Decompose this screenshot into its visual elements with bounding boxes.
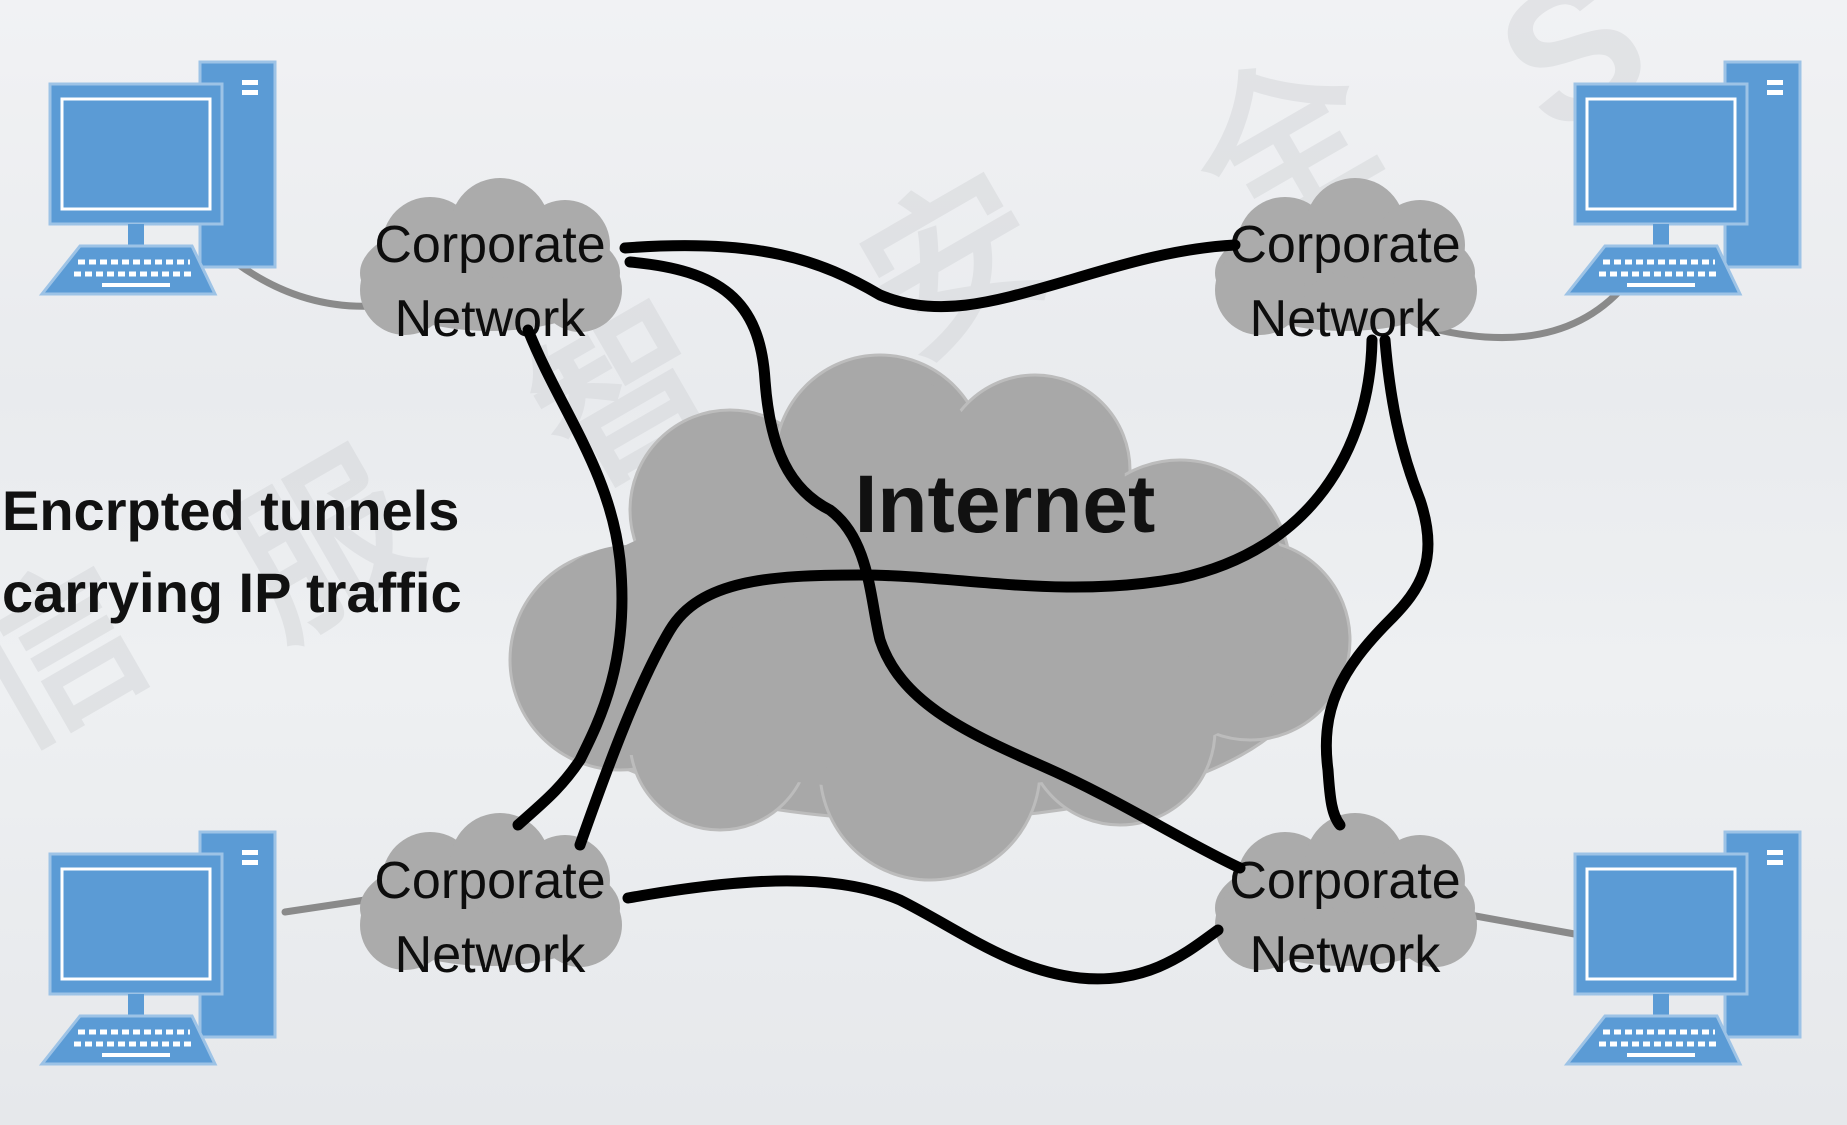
tunnel-top-right-to-bottom-right [1320,334,1434,831]
encrypted-tunnels [512,239,1434,985]
tunnel-top-right-to-bottom-left [574,334,1378,851]
corporate-network-label-line1: Corporate [1229,216,1460,274]
tunnel-bottom-left-to-bottom-right [622,875,1224,985]
lan-link-bottom-left [281,896,369,916]
tunnel-top-left-to-top-right [619,239,1241,313]
lan-link-top-right [1426,281,1629,341]
corporate-network-label-line2: Network [1250,926,1442,984]
corporate-network-label-line1: Corporate [374,852,605,910]
corporate-network-label-line1: Corporate [374,216,605,274]
lan-link-bottom-right [1466,911,1584,939]
tunnels-caption-line2: carrying IP traffic [2,561,462,624]
corporate-network-top-left: Corporate Network [360,178,622,348]
internet-cloud: Internet [508,353,1352,882]
corporate-network-bottom-right: Corporate Network [1215,813,1477,984]
watermark-char-4: 安 [834,142,1076,392]
computer-top-right [1567,62,1800,294]
computer-bottom-right [1567,832,1800,1064]
corporate-network-label-line2: Network [395,290,587,348]
tunnel-top-left-to-bottom-right [624,256,1246,874]
tunnel-top-left-to-bottom-left [512,324,628,831]
tunnels-caption: Encrpted tunnels carrying IP traffic [2,479,462,624]
corporate-network-top-right: Corporate Network [1215,178,1477,348]
desktop-computer-icon [1567,62,1800,294]
corporate-network-label-line1: Corporate [1229,852,1460,910]
corporate-network-label-line2: Network [395,926,587,984]
tunnels-caption-line1: Encrpted tunnels [2,479,459,542]
desktop-computer-icon [42,62,275,294]
desktop-computer-icon [1567,832,1800,1064]
lan-link-top-left [231,258,379,310]
lan-links [231,258,1629,939]
computer-top-left [42,62,275,294]
watermark-char-2: 服 [204,422,446,672]
computer-bottom-left [42,832,275,1064]
corporate-network-bottom-left: Corporate Network [360,813,622,984]
internet-label: Internet [855,459,1156,550]
corporate-network-label-line2: Network [1250,290,1442,348]
desktop-computer-icon [42,832,275,1064]
